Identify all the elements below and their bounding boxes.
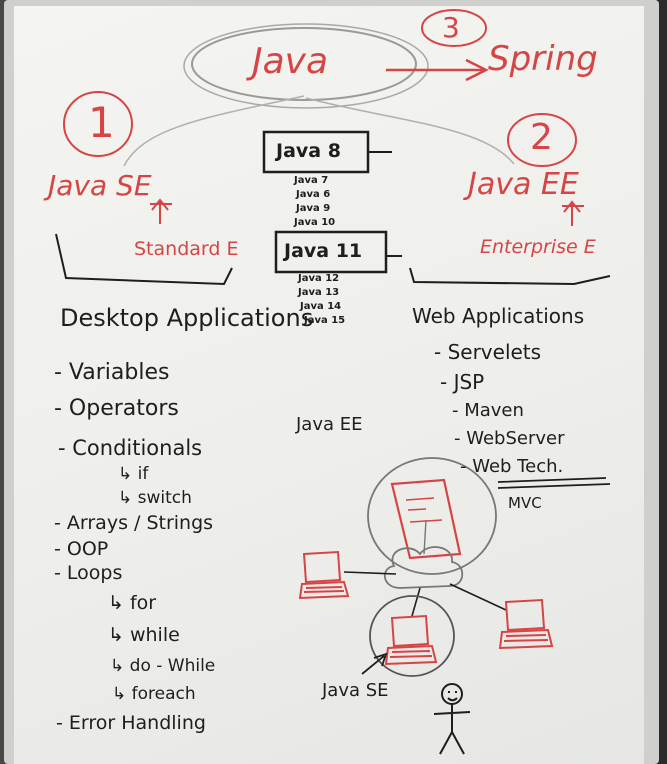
branch-arc-right [305, 97, 515, 165]
stick-figure-icon [433, 683, 471, 755]
desktop-item: - Arrays / Strings [54, 512, 214, 534]
step-two-number: 2 [530, 117, 553, 158]
ee-bracket [409, 267, 611, 286]
step-three-number: 3 [442, 11, 460, 44]
web-item: - Servelets [434, 340, 542, 364]
desktop-item: - Conditionals [58, 436, 203, 460]
desktop-item: - Variables [54, 360, 170, 385]
small-version: Java 10 [294, 217, 336, 228]
web-item: - Web Tech. [460, 456, 564, 477]
small-version: Java 12 [298, 273, 340, 284]
enterprise-edition-label: Enterprise E [480, 236, 596, 258]
java-se-diagram-label: Java SE [322, 680, 389, 701]
small-version: Java 15 [304, 315, 346, 326]
ee-arrow [562, 200, 584, 226]
web-heading: Web Applications [412, 304, 585, 328]
desktop-item: - Operators [54, 396, 179, 421]
java-ee-diagram-label: Java EE [296, 414, 363, 435]
standard-edition-label: Standard E [134, 238, 239, 260]
web-item: - WebServer [454, 428, 565, 449]
java-ellipse-outer [183, 23, 429, 109]
small-version: Java 9 [296, 203, 331, 214]
small-version: Java 14 [300, 301, 342, 312]
se-bracket [55, 233, 233, 286]
laptop-icon-center [384, 614, 438, 666]
small-version: Java 13 [298, 287, 340, 298]
laptop-icon-right [498, 598, 554, 650]
whiteboard-drawings [55, 9, 611, 755]
desktop-item: - Error Handling [56, 712, 206, 734]
desktop-item: - Loops [54, 562, 123, 584]
desktop-item: - OOP [54, 538, 109, 560]
java-ellipse [191, 27, 417, 101]
java-ee-label: Java EE [468, 167, 579, 202]
server-circle [367, 457, 497, 575]
java11-box [274, 230, 388, 274]
branch-arc-left [123, 95, 305, 167]
desktop-subitem: ↳ while [108, 624, 180, 646]
client-circle [369, 595, 455, 677]
mvc-label: MVC [508, 494, 542, 512]
java11-label: Java 11 [284, 240, 363, 262]
spring-label: Spring [488, 39, 598, 79]
java-title: Java [252, 41, 329, 82]
spring-arrow [386, 58, 489, 82]
web-item: - Maven [452, 400, 524, 421]
desktop-subitem: ↳ if [118, 464, 149, 484]
step-one-number: 1 [88, 98, 115, 147]
web-item: - JSP [440, 370, 485, 394]
cloud-icon [384, 546, 464, 589]
small-version: Java 6 [296, 189, 331, 200]
step-three-circle [421, 9, 487, 47]
desktop-subitem: ↳ switch [118, 488, 192, 508]
desktop-heading: Desktop Applications [60, 304, 314, 332]
small-version: Java 7 [294, 175, 329, 186]
step-two-circle [507, 113, 577, 167]
laptop-icon-left [298, 550, 350, 600]
desktop-subitem: ↳ foreach [112, 684, 196, 704]
desktop-subitem: ↳ do - While [110, 656, 216, 676]
step-one-circle [63, 91, 133, 157]
java-se-label: Java SE [48, 169, 152, 202]
whiteboard: Java Spring 3 1 2 Java SE Java EE Standa… [14, 6, 644, 764]
desktop-subitem: ↳ for [108, 592, 157, 614]
server-document-icon [390, 478, 462, 560]
se-arrow [150, 198, 172, 224]
java8-label: Java 8 [276, 140, 341, 162]
